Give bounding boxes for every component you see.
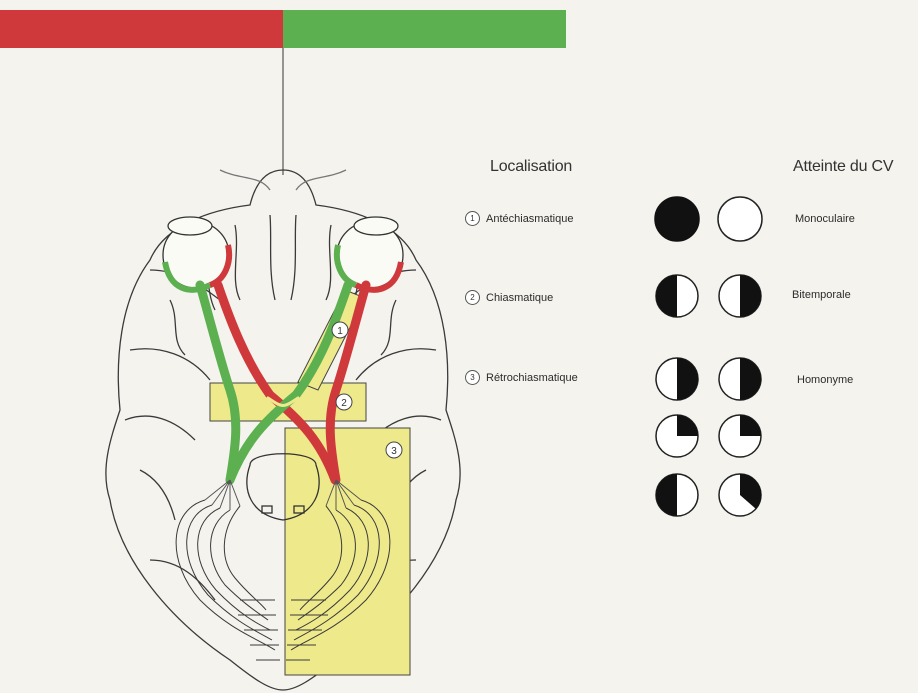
empty-circle-icon [718, 197, 762, 241]
full-black-circle-icon [655, 197, 699, 241]
upper-right-quadrant-black-circle-icon [656, 415, 698, 457]
right-half-black-circle-icon [656, 358, 698, 400]
upper-right-quadrant-black-circle-icon [719, 415, 761, 457]
right-half-black-circle-icon [719, 275, 761, 317]
right-half-black-circle-icon [719, 358, 761, 400]
right-wedge-black-circle-icon [719, 474, 761, 516]
left-half-black-circle-icon [656, 474, 698, 516]
left-half-black-circle-icon [656, 275, 698, 317]
